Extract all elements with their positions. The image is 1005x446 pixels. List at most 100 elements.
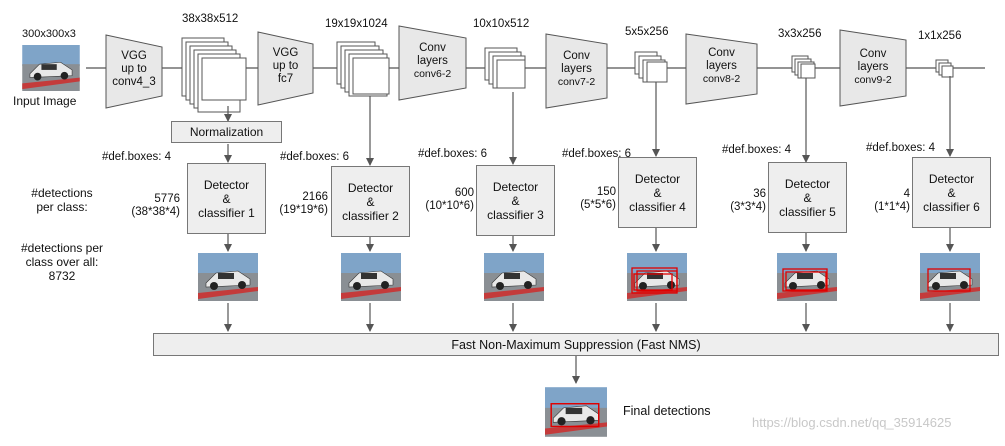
conv-block-3-layer: conv8-2 [702, 73, 741, 85]
detector-3-line2: & [511, 193, 520, 208]
vgg-block-1-shape [105, 34, 163, 109]
detection-count-value-2: 2166 [302, 191, 328, 203]
feature-map-size-5: 3x3x256 [778, 28, 822, 40]
detection-thumbnail-5 [777, 253, 837, 301]
detector-classifier-6: Detector & classifier 6 [912, 157, 991, 228]
final-detections-label: Final detections [623, 404, 711, 418]
def-boxes-label-5: #def.boxes: 4 [722, 144, 792, 156]
vgg-block-2-line2: up to [272, 60, 299, 72]
detection-count-formula-4: (5*5*6) [580, 199, 616, 211]
feature-map-stack-6 [935, 59, 954, 78]
conv-block-1-title: Conv [419, 42, 446, 54]
detection-count-formula-6: (1*1*4) [874, 201, 910, 213]
feature-map-stack-5 [791, 55, 816, 79]
detector-1-line2: & [222, 191, 231, 206]
detection-count-1: 5776 (38*38*4) [108, 193, 180, 219]
detector-1-line1: Detector [203, 177, 250, 192]
detection-thumbnail-3 [484, 253, 544, 301]
vgg-block-1: VGG up to conv4_3 [106, 50, 162, 89]
detection-count-4: 150 (5*5*6) [560, 186, 616, 212]
conv-block-1-shape [398, 25, 467, 101]
vgg-block-2-title: VGG [272, 47, 299, 59]
conv-block-2-line2: layers [561, 63, 592, 75]
detector-4-line3: classifier 4 [629, 199, 686, 214]
detections-per-class-label: #detections per class: [22, 186, 102, 214]
detection-count-value-1: 5776 [154, 193, 180, 205]
def-boxes-label-4: #def.boxes: 6 [562, 148, 632, 160]
detector-classifier-4: Detector & classifier 4 [618, 157, 697, 228]
detector-6-line3: classifier 6 [923, 199, 980, 214]
vgg-block-2-line3: fc7 [277, 73, 294, 85]
conv-block-2: Conv layers conv7-2 [546, 50, 607, 89]
detector-2-line1: Detector [347, 180, 394, 195]
feature-map-stack-2 [336, 41, 390, 97]
detections-per-class-line1: #detections [31, 186, 93, 200]
conv-block-2-layer: conv7-2 [557, 76, 596, 88]
detection-thumbnail-1 [198, 253, 258, 301]
detector-5-line2: & [803, 190, 812, 205]
feature-map-stack-4 [634, 51, 668, 83]
detections-all-line2: class over all: [25, 255, 99, 269]
detections-all-total: 8732 [48, 269, 76, 283]
vgg-block-1-line2: up to [121, 63, 147, 75]
detector-classifier-3: Detector & classifier 3 [476, 165, 555, 236]
detection-count-5: 36 (3*3*4) [710, 188, 766, 214]
detections-all-label: #detections per class over all: 8732 [14, 241, 110, 283]
detection-count-formula-5: (3*3*4) [730, 201, 766, 213]
detector-classifier-5: Detector & classifier 5 [768, 162, 847, 233]
detector-classifier-2: Detector & classifier 2 [331, 166, 410, 237]
feature-map-size-3: 10x10x512 [473, 18, 530, 30]
vgg-block-1-line3: conv4_3 [112, 76, 156, 88]
input-image [22, 45, 80, 91]
feature-map-size-4: 5x5x256 [625, 26, 669, 38]
def-boxes-label-3: #def.boxes: 6 [418, 148, 488, 160]
conv-block-2-shape [545, 33, 608, 109]
detection-count-value-6: 4 [903, 188, 910, 200]
detector-3-line3: classifier 3 [487, 207, 544, 222]
detection-count-formula-3: (10*10*6) [425, 200, 474, 212]
conv-block-3-shape [685, 33, 758, 105]
detector-classifier-1: Detector & classifier 1 [187, 163, 266, 234]
detection-count-value-5: 36 [753, 188, 766, 200]
detection-count-value-4: 150 [596, 186, 616, 198]
detector-6-line1: Detector [928, 171, 975, 186]
conv-block-1-layer: conv6-2 [413, 68, 452, 80]
feature-map-stack-3 [484, 47, 526, 89]
detection-thumbnail-2 [341, 253, 401, 301]
def-boxes-label-6: #def.boxes: 4 [866, 142, 936, 154]
input-image-caption: Input Image [13, 94, 77, 108]
conv-block-2-title: Conv [563, 50, 590, 62]
detector-4-line1: Detector [634, 171, 681, 186]
detection-count-6: 4 (1*1*4) [856, 188, 910, 214]
conv-block-1: Conv layers conv6-2 [399, 42, 466, 81]
fast-nms-block: Fast Non-Maximum Suppression (Fast NMS) [153, 333, 999, 356]
input-size-label: 300x300x3 [22, 28, 76, 40]
detections-all-line1: #detections per [20, 241, 104, 255]
conv-block-4-shape [839, 29, 907, 107]
detections-per-class-line2: per class: [36, 200, 88, 214]
vgg-block-1-title: VGG [121, 50, 147, 62]
def-boxes-label-1: #def.boxes: 4 [102, 151, 172, 163]
feature-map-size-1: 38x38x512 [182, 13, 239, 25]
detector-4-line2: & [653, 185, 662, 200]
detection-thumbnail-6 [920, 253, 980, 301]
vgg-block-2: VGG up to fc7 [258, 47, 313, 86]
detection-count-2: 2166 (19*19*6) [262, 191, 328, 217]
detection-count-value-3: 600 [454, 187, 474, 199]
normalization-block: Normalization [171, 121, 282, 143]
detector-5-line1: Detector [784, 176, 831, 191]
vgg-block-2-shape [257, 31, 314, 106]
conv-block-1-line2: layers [417, 55, 448, 67]
detection-count-formula-1: (38*38*4) [131, 206, 180, 218]
detector-6-line2: & [947, 185, 956, 200]
detection-count-formula-2: (19*19*6) [279, 204, 328, 216]
detector-5-line3: classifier 5 [779, 204, 836, 219]
conv-block-4-layer: conv9-2 [854, 74, 892, 86]
detector-3-line1: Detector [492, 179, 539, 194]
feature-map-size-6: 1x1x256 [918, 30, 962, 42]
detector-2-line3: classifier 2 [342, 208, 399, 223]
def-boxes-label-2: #def.boxes: 6 [280, 151, 350, 163]
detection-thumbnail-4 [627, 253, 687, 301]
